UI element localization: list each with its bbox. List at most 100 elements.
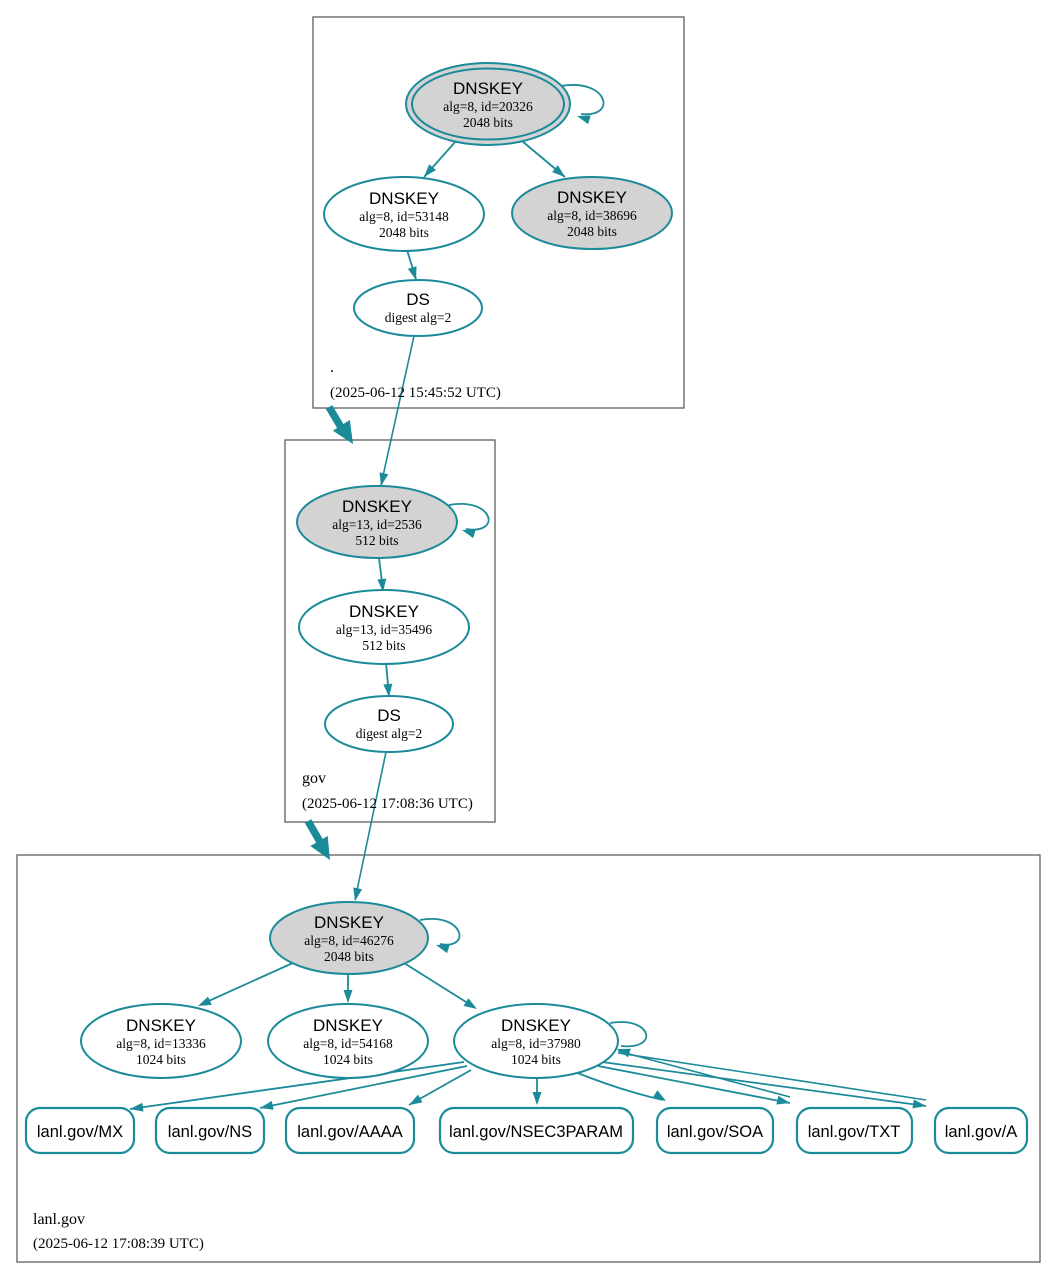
rrset-txt-label: lanl.gov/TXT xyxy=(808,1123,901,1141)
edge-a-to-zsk3 xyxy=(617,1052,927,1101)
gov-ksk-size: 512 bits xyxy=(355,533,398,548)
lanl-zsk2-ellipse xyxy=(267,1003,429,1079)
arrowhead xyxy=(436,944,450,954)
rrset-a: lanl.gov/A xyxy=(933,1106,1029,1155)
arrowhead xyxy=(409,1094,423,1105)
rrset-mx: lanl.gov/MX xyxy=(24,1106,136,1155)
arrowhead xyxy=(532,1092,542,1105)
gov-ds-ellipse xyxy=(324,695,454,753)
gov-ksk-ellipse xyxy=(296,485,458,559)
root-ksk-title: DNSKEY xyxy=(453,79,523,98)
gov-zone-label: gov xyxy=(302,770,326,787)
lanl-zsk3-node: DNSKEY alg=8, id=37980 1024 bits xyxy=(453,1003,619,1079)
arrowhead xyxy=(552,165,565,177)
rrset-txt-box xyxy=(795,1106,914,1155)
arrowhead xyxy=(577,115,591,125)
arrowhead xyxy=(383,683,393,697)
arrowhead xyxy=(652,1090,666,1101)
root-zsk-node: DNSKEY alg=8, id=53148 2048 bits xyxy=(323,176,485,252)
lanl-zsk3-ellipse xyxy=(453,1003,619,1079)
gov-ksk-detail: alg=13, id=2536 xyxy=(332,517,422,532)
rrset-nsec3param-box xyxy=(438,1106,635,1155)
arrowhead xyxy=(379,472,389,486)
root-ds-ellipse xyxy=(353,279,483,337)
lanl-zone-timestamp: (2025-06-12 17:08:39 UTC) xyxy=(33,1236,204,1252)
edge-zsk3-to-txt xyxy=(597,1065,791,1104)
edge-lanl-ksk-to-zsk3 xyxy=(403,962,475,1008)
rrset-nsec3param: lanl.gov/NSEC3PARAM xyxy=(438,1106,635,1155)
root-ksk-ellipse-outer xyxy=(405,62,571,146)
arrowhead xyxy=(912,1099,926,1109)
arrowhead xyxy=(130,1102,144,1112)
lanl-ksk-ellipse xyxy=(269,901,429,975)
lanl-ksk-detail: alg=8, id=46276 xyxy=(304,933,394,948)
gov-ksk-node: DNSKEY alg=13, id=2536 512 bits xyxy=(296,485,458,559)
gov-ds-title: DS xyxy=(377,706,401,725)
rrset-aaaa-box xyxy=(284,1106,416,1155)
lanl-zsk2-title: DNSKEY xyxy=(313,1016,383,1035)
root-ds-title: DS xyxy=(406,290,430,309)
lanl-ksk-size: 2048 bits xyxy=(324,949,374,964)
root-ksk-ellipse-inner xyxy=(411,67,565,141)
root-ksk2-ellipse xyxy=(511,176,673,250)
edge-gov-ds-to-lanl-ksk xyxy=(354,751,387,901)
rrset-a-label: lanl.gov/A xyxy=(945,1123,1017,1141)
arrowhead xyxy=(407,266,417,280)
gov-ksk-title: DNSKEY xyxy=(342,497,412,516)
root-zone-timestamp: (2025-06-12 15:45:52 UTC) xyxy=(330,385,501,401)
rrset-aaaa-label: lanl.gov/AAAA xyxy=(297,1123,402,1141)
lanl-zsk3-size: 1024 bits xyxy=(511,1052,561,1067)
lanl-zsk1-ellipse xyxy=(80,1003,242,1079)
root-zsk-detail: alg=8, id=53148 xyxy=(359,209,449,224)
gov-zsk-node: DNSKEY alg=13, id=35496 512 bits xyxy=(298,589,470,665)
arrowhead xyxy=(776,1095,790,1105)
root-ksk2-node: DNSKEY alg=8, id=38696 2048 bits xyxy=(511,176,673,250)
edge-zsk3-to-a xyxy=(601,1061,927,1107)
root-ksk2-size: 2048 bits xyxy=(567,224,617,239)
root-ksk-node: DNSKEY alg=8, id=20326 2048 bits xyxy=(405,62,571,146)
lanl-zsk2-detail: alg=8, id=54168 xyxy=(303,1036,393,1051)
arrowhead-delegation xyxy=(332,420,353,444)
lanl-zsk1-title: DNSKEY xyxy=(126,1016,196,1035)
lanl-zsk3-detail: alg=8, id=37980 xyxy=(491,1036,581,1051)
edge-zsk3-to-mx xyxy=(129,1061,465,1110)
arrowhead xyxy=(260,1100,274,1110)
root-ksk-size: 2048 bits xyxy=(463,115,513,130)
rrset-nsec3param-label: lanl.gov/NSEC3PARAM xyxy=(449,1123,623,1141)
arrowhead xyxy=(353,887,363,901)
rrset-ns: lanl.gov/NS xyxy=(154,1106,266,1155)
root-zone-label: . xyxy=(330,359,334,376)
root-ds-detail: digest alg=2 xyxy=(385,310,451,325)
edge-lanl-ksk-selfloop xyxy=(419,917,461,946)
root-zsk-ellipse xyxy=(323,176,485,252)
rrset-mx-box xyxy=(24,1106,136,1155)
rrset-txt: lanl.gov/TXT xyxy=(795,1106,914,1155)
edge-txt-to-zsk3 xyxy=(617,1050,791,1098)
gov-zone-timestamp: (2025-06-12 17:08:36 UTC) xyxy=(302,796,473,812)
root-zsk-title: DNSKEY xyxy=(369,189,439,208)
lanl-zsk1-size: 1024 bits xyxy=(136,1052,186,1067)
gov-zsk-title: DNSKEY xyxy=(349,602,419,621)
root-ksk2-title: DNSKEY xyxy=(557,188,627,207)
arrowhead xyxy=(463,998,477,1009)
edge-lanl-zsk3-selfloop xyxy=(609,1021,648,1048)
lanl-zsk1-detail: alg=8, id=13336 xyxy=(116,1036,206,1051)
rrset-mx-label: lanl.gov/MX xyxy=(37,1123,123,1141)
edge-root-ksk-selfloop xyxy=(560,84,605,116)
edge-gov-ksk-selfloop xyxy=(448,503,490,531)
gov-zsk-ellipse xyxy=(298,589,470,665)
rrset-ns-box xyxy=(154,1106,266,1155)
rrset-aaaa: lanl.gov/AAAA xyxy=(284,1106,416,1155)
rrset-a-box xyxy=(933,1106,1029,1155)
arrowhead xyxy=(424,164,436,177)
arrowhead-delegation xyxy=(310,835,330,860)
rrset-soa: lanl.gov/SOA xyxy=(655,1106,775,1155)
lanl-zsk3-title: DNSKEY xyxy=(501,1016,571,1035)
lanl-zone-label: lanl.gov xyxy=(33,1211,85,1228)
rrset-soa-box xyxy=(655,1106,775,1155)
root-zsk-size: 2048 bits xyxy=(379,225,429,240)
zone-box-root xyxy=(312,16,685,409)
zone-box-lanl-gov xyxy=(16,854,1041,1263)
